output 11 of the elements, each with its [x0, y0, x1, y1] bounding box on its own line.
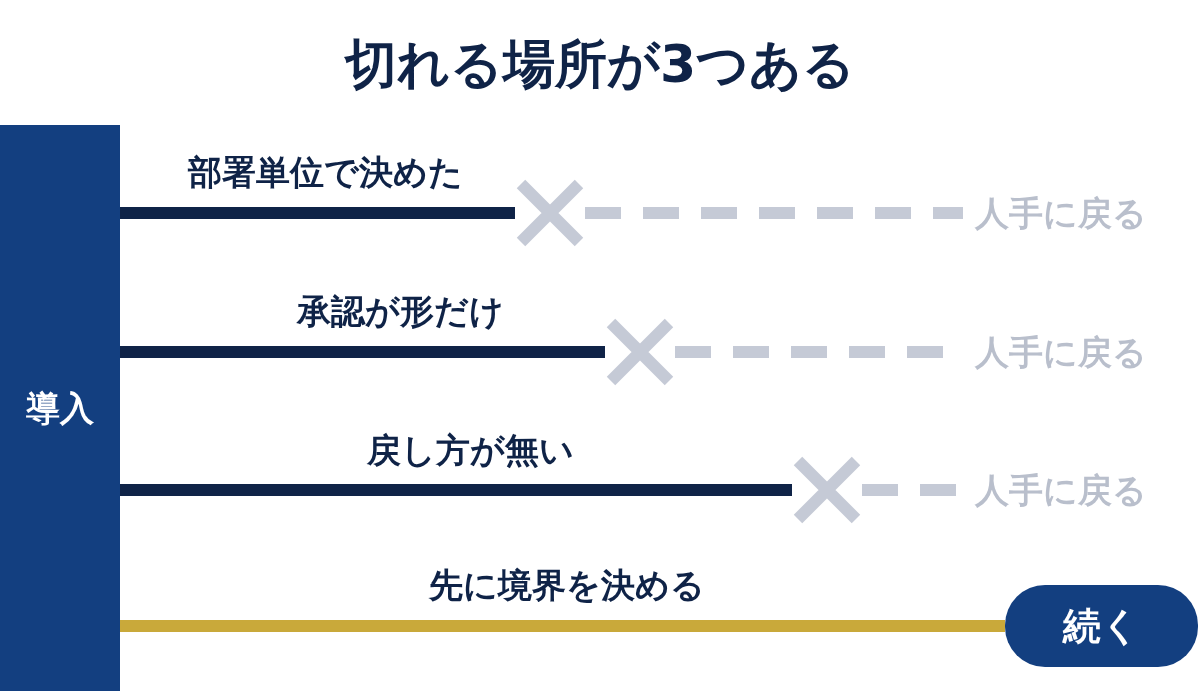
connector-line	[120, 207, 515, 219]
connector-line	[120, 346, 605, 358]
result-text: 人手に戻る	[975, 188, 1195, 238]
result-text: 人手に戻る	[975, 327, 1195, 377]
connector-line	[120, 484, 792, 496]
title: 切れる場所が3つある	[343, 33, 857, 96]
side-bar: 導入	[0, 125, 120, 691]
connector-line	[120, 620, 1005, 632]
pill-box: 続く	[1005, 585, 1198, 667]
dashed-line	[585, 207, 963, 219]
result-text: 人手に戻る	[975, 465, 1195, 515]
